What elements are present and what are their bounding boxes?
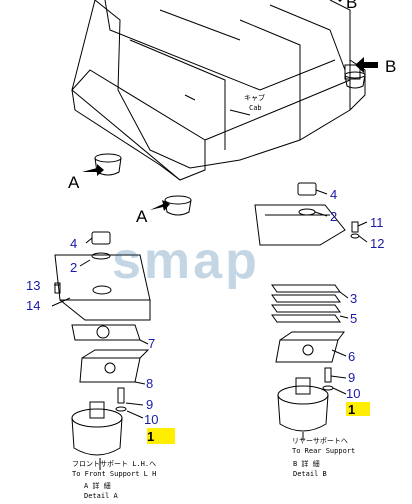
callout-a-mid: A	[136, 207, 148, 226]
part-number-left-2: 2	[70, 260, 77, 275]
watermark: smap	[112, 232, 260, 290]
part-number-left-9: 9	[146, 397, 153, 412]
caption-b-jp-title: B 詳 細	[293, 459, 320, 468]
part-number-left-14: 14	[26, 298, 40, 313]
caption-a-jp: フロントサポート L.H.へ	[72, 460, 156, 468]
arrow-b-top	[338, 0, 342, 2]
part-number-left-4: 4	[70, 236, 77, 251]
part-number-right-12: 12	[370, 236, 384, 251]
part-number-right-9: 9	[348, 370, 355, 385]
part-number-right-5: 5	[350, 311, 357, 326]
part-number-left-7: 7	[148, 336, 155, 351]
callout-b-right: B	[385, 57, 396, 76]
highlight-right-1	[346, 402, 370, 416]
part-number-right-6: 6	[348, 349, 355, 364]
part-number-left-1: 1	[147, 429, 154, 444]
part-number-right-3: 3	[350, 291, 357, 306]
caption-b-en: To Rear Support	[292, 447, 355, 455]
part-number-left-13: 13	[26, 278, 40, 293]
cab-frame-drawing	[51, 0, 368, 470]
callout-b-top: B	[346, 0, 357, 12]
part-number-right-4: 4	[330, 187, 337, 202]
cab-label-en: Cab	[249, 104, 262, 112]
part-number-right-10: 10	[346, 386, 360, 401]
callout-a-left: A	[68, 173, 80, 192]
part-number-right-11: 11	[370, 215, 384, 230]
part-number-left-10: 10	[144, 412, 158, 427]
caption-a-jp-title: A 詳 細	[84, 481, 111, 490]
cab-label-jp: キャブ	[244, 93, 265, 102]
arrow-b-right	[355, 57, 378, 73]
part-number-right-1: 1	[348, 402, 355, 417]
part-number-left-8: 8	[146, 376, 153, 391]
caption-b-jp: リヤーサポートへ	[292, 437, 348, 445]
caption-b-en-title: Detail B	[293, 470, 327, 478]
callout-arrows	[82, 0, 378, 211]
arrow-a-left	[82, 164, 104, 176]
highlight-left-1	[147, 428, 175, 444]
caption-a-en-title: Detail A	[84, 492, 119, 500]
caption-a-en: To Front Support L H	[72, 470, 156, 478]
arrow-a-mid	[150, 200, 170, 211]
part-number-right-2: 2	[330, 209, 337, 224]
